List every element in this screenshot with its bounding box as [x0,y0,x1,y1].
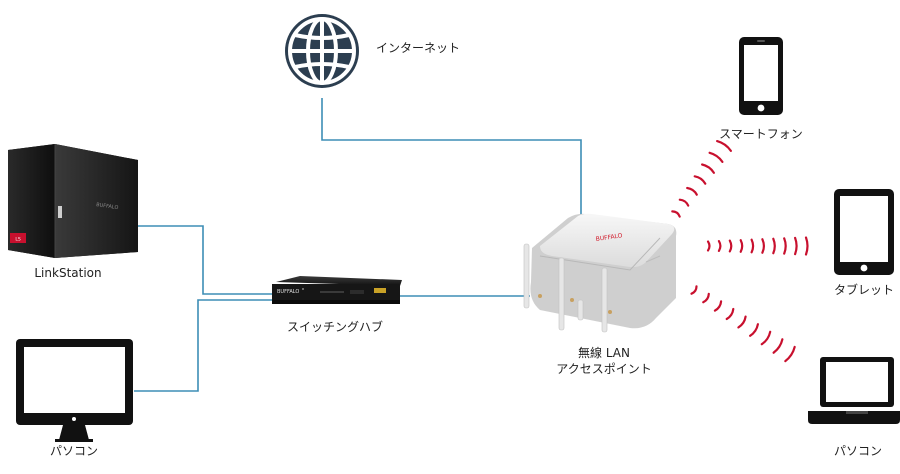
wifi-wave-to-smartphone [701,163,715,174]
nas-logo: BUFFALO [96,202,119,211]
desktop-monitor-icon [16,339,133,442]
cable-nas-to-hub [138,225,272,295]
wifi-wave-to-tablet [728,239,733,253]
wifi-wave-to-smartphone [716,140,732,152]
label-switching-hub: スイッチングハブ [286,320,384,334]
label-pc-left: パソコン [49,444,99,458]
cables [134,98,582,392]
wifi-wave-to-smartphone [708,151,724,163]
wifi-wave-to-laptop [737,315,747,329]
switching-hub-device: BUFFALO [272,276,402,304]
wifi-wave-to-tablet [739,239,744,253]
wifi-wave-to-tablet [794,236,798,256]
wifi-wave-to-smartphone [671,210,681,218]
label-pc-right: パソコン [833,444,883,458]
access-point-device: BUFFALO [523,213,677,333]
wifi-waves [671,140,809,363]
wifi-wave-to-smartphone [686,186,698,196]
wifi-wave-to-tablet [783,237,787,255]
label-smartphone: スマートフォン [719,127,803,141]
ap-logo: BUFFALO [595,232,623,243]
svg-text:LS: LS [15,237,21,243]
smartphone-icon [739,37,783,115]
wifi-wave-to-laptop [749,323,759,337]
wifi-wave-to-laptop [760,330,772,346]
linkstation-device: LS BUFFALO [8,144,138,258]
hub-logo: BUFFALO [277,289,299,295]
cable-pc-to-hub [134,299,272,392]
label-tablet: タブレット [833,283,895,297]
wifi-wave-to-tablet [706,240,711,252]
wifi-wave-to-tablet [717,240,722,252]
tablet-icon [834,189,894,275]
wifi-wave-to-laptop [702,292,710,304]
wifi-wave-to-tablet [772,237,776,255]
laptop-icon [808,357,900,424]
wifi-wave-to-tablet [804,236,809,256]
wifi-wave-to-tablet [750,238,755,254]
cable-internet-to-ap [321,98,582,215]
wifi-wave-to-laptop [690,285,698,295]
label-linkstation: LinkStation [34,266,102,280]
wifi-wave-to-laptop [725,307,735,321]
globe-icon [285,14,359,88]
label-internet: インターネット [376,41,461,55]
wifi-wave-to-smartphone [693,175,707,185]
label-ap-line2: アクセスポイント [556,362,652,376]
wifi-wave-to-laptop [713,300,723,312]
wifi-wave-to-laptop [784,345,796,363]
wifi-wave-to-tablet [761,238,765,254]
wifi-wave-to-laptop [772,338,784,354]
label-ap-line1: 無線 LAN [578,346,630,360]
wifi-wave-to-smartphone [678,198,690,207]
